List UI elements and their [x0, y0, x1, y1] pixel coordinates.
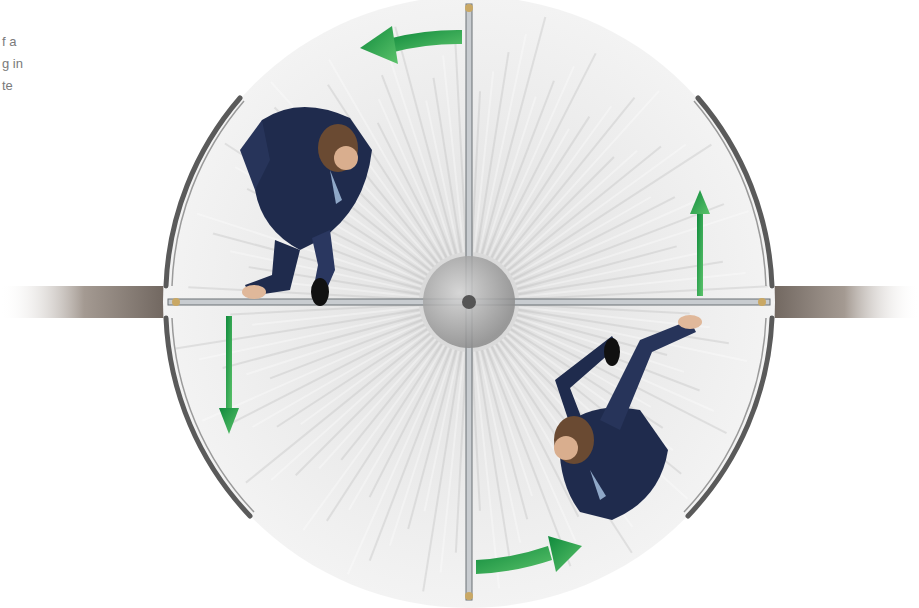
blur-streak [455, 33, 466, 252]
blur-streak [519, 286, 768, 299]
blur-streak [223, 315, 421, 368]
blur-streak [246, 317, 421, 374]
blur-streak [319, 339, 435, 468]
blur-streak [479, 351, 520, 543]
blur-streak [303, 342, 439, 530]
door-floor [163, 0, 775, 608]
pivot [462, 295, 476, 309]
blur-streak [508, 147, 661, 271]
blur-streak [176, 310, 420, 349]
motion-arrow [360, 26, 462, 64]
blur-streak [296, 337, 434, 475]
blur-streak [202, 322, 423, 420]
blur-streak [484, 350, 532, 496]
blur-streak [426, 101, 458, 254]
person [554, 315, 702, 520]
blur-streak [246, 333, 430, 482]
door-leaves [168, 4, 770, 600]
central-hub [423, 256, 515, 348]
person [240, 107, 372, 306]
blur-streak [518, 312, 747, 361]
blur-streak [496, 117, 589, 260]
blur-streak [230, 305, 419, 315]
caption-fragment: te [2, 78, 13, 94]
blur-streak [516, 204, 724, 284]
blur-streak [487, 81, 554, 256]
blur-streak [387, 51, 453, 255]
wall [770, 286, 919, 318]
caption-fragment: f a [2, 34, 16, 50]
blur-streak [472, 352, 480, 511]
blur-streak [271, 335, 432, 480]
blur-streak [479, 34, 526, 253]
caption-fragment: g in [2, 56, 23, 72]
blur-streak [506, 151, 637, 269]
blur-streak [514, 197, 675, 279]
blur-streak [518, 253, 700, 292]
blur-streak [379, 99, 449, 256]
motion-arrow [476, 536, 582, 574]
motion-arrow [219, 316, 239, 434]
wall [0, 286, 168, 318]
motion-arrow [690, 190, 710, 296]
blur-streak [395, 27, 456, 254]
